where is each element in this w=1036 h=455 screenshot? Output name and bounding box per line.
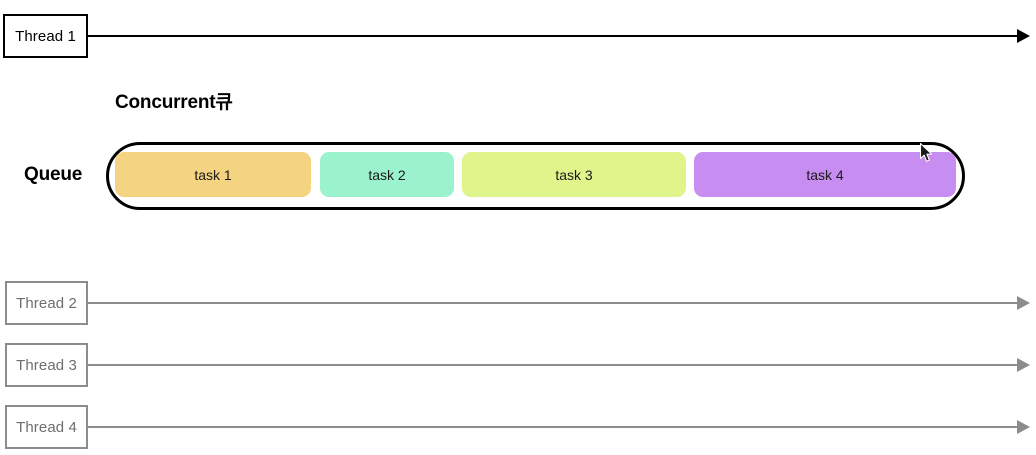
thread-line-thread-2	[88, 302, 1017, 304]
task-label: task 2	[368, 166, 406, 183]
queue-label: Queue	[24, 164, 83, 185]
task-chip-1[interactable]: task 1	[115, 152, 311, 197]
thread-box-thread-3[interactable]: Thread 3	[5, 343, 88, 387]
thread-label: Thread 3	[16, 356, 77, 374]
task-chip-3[interactable]: task 3	[462, 152, 686, 197]
thread-box-thread-2[interactable]: Thread 2	[5, 281, 88, 325]
arrow-head-icon-thread-1	[1017, 29, 1030, 43]
thread-label: Thread 1	[15, 27, 76, 45]
task-chip-4[interactable]: task 4	[694, 152, 956, 197]
thread-box-thread-1[interactable]: Thread 1	[3, 14, 88, 58]
thread-line-thread-1	[88, 35, 1017, 37]
thread-box-thread-4[interactable]: Thread 4	[5, 405, 88, 449]
thread-line-thread-3	[88, 364, 1017, 366]
task-label: task 3	[555, 166, 593, 183]
task-label: task 1	[194, 166, 232, 183]
thread-label: Thread 2	[16, 294, 77, 312]
arrow-head-icon-thread-3	[1017, 358, 1030, 372]
concurrent-queue-title: Concurrent큐	[115, 92, 233, 113]
task-label: task 4	[806, 166, 844, 183]
arrow-head-icon-thread-4	[1017, 420, 1030, 434]
task-chip-2[interactable]: task 2	[320, 152, 454, 197]
thread-line-thread-4	[88, 426, 1017, 428]
thread-label: Thread 4	[16, 418, 77, 436]
arrow-head-icon-thread-2	[1017, 296, 1030, 310]
